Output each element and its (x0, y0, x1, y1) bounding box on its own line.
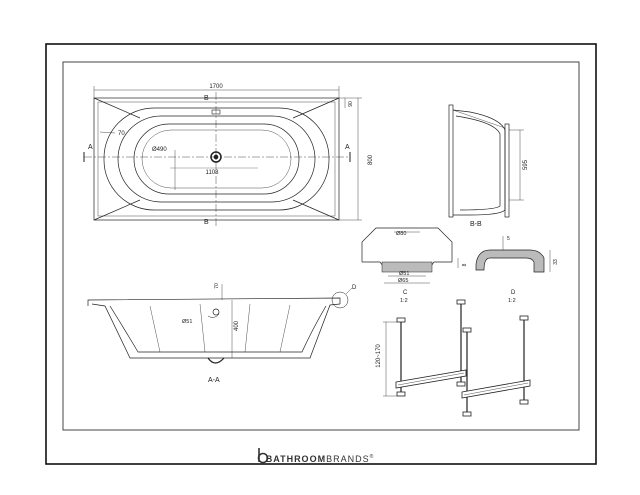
brand-mark: ® (369, 454, 375, 460)
section-aa-depth: 400 (234, 320, 240, 331)
section-a-right: A (345, 144, 350, 151)
dim-basin-diameter: Ø490 (152, 147, 167, 153)
side-view-bb (448, 104, 524, 218)
dim-drain-offset: 1108 (206, 170, 220, 176)
brand-part1: BATHROOM (265, 454, 327, 464)
detail-c-thickness: 8 (462, 263, 468, 266)
detail-d-rim-thk: 5 (507, 236, 510, 242)
detail-d-scale: 1:2 (508, 298, 516, 304)
detail-d-rim-height: 33 (553, 259, 559, 265)
detail-d (475, 236, 551, 273)
dim-width: 800 (368, 154, 374, 165)
section-a-left: A (88, 144, 93, 151)
brand-logo-icon (257, 448, 269, 464)
detail-c-bottom-dia: Ø65 (398, 278, 408, 284)
dim-length: 1700 (209, 84, 223, 90)
outer-frame (45, 43, 597, 465)
dim-rim: 90 (348, 101, 354, 107)
detail-c-inner-dia: Ø51 (399, 271, 409, 277)
detail-c-scale: 1:2 (400, 298, 408, 304)
section-aa-detail-ref: D (352, 285, 357, 291)
section-b-bottom: B (204, 219, 209, 226)
detail-d-label: D (511, 290, 516, 296)
section-b-top: B (204, 95, 209, 102)
section-aa (87, 284, 353, 364)
brand-part2: BRANDS (326, 454, 370, 464)
detail-c (361, 227, 459, 284)
leg-assembly (383, 299, 531, 417)
section-aa-label: A-A (208, 377, 220, 384)
side-view-depth: 595 (523, 159, 529, 170)
detail-c-label: C (403, 290, 408, 296)
top-view (83, 86, 362, 226)
side-view-label: B-B (470, 221, 482, 228)
detail-c-top-dia: Ø80 (396, 231, 406, 237)
legs-height: 120~170 (376, 344, 382, 368)
section-aa-overflow: Ø51 (182, 319, 192, 325)
brand-footer: BATHROOMBRANDS® (0, 454, 640, 464)
section-aa-rim: 70 (214, 283, 220, 289)
inner-frame (62, 61, 580, 431)
dim-corner-radius: 70 (118, 131, 125, 137)
